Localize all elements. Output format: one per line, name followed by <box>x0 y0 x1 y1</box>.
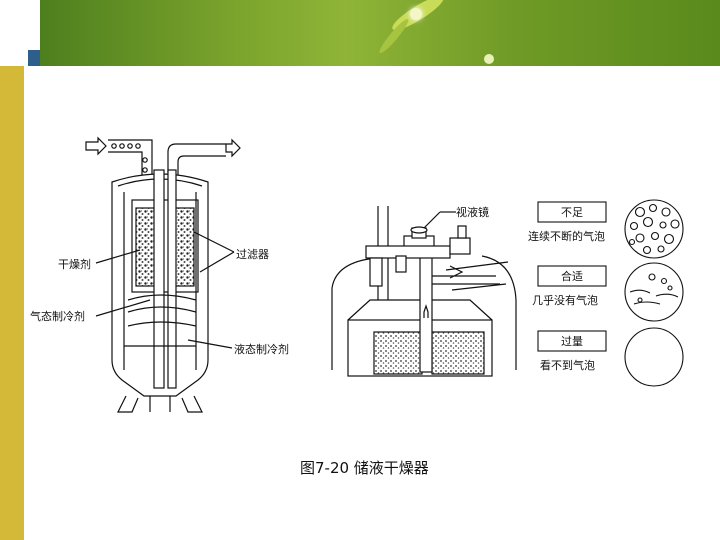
box-proper <box>537 265 607 287</box>
refrigerant-level-legend <box>537 199 684 387</box>
header-banner <box>0 0 720 66</box>
banner-blue-square <box>28 50 40 66</box>
label-insufficient: 不足 <box>561 206 583 219</box>
figure-caption: 图7-20 储液干燥器 <box>300 459 429 477</box>
sidebar-accent-bar <box>0 66 24 540</box>
label-vapor-refrigerant: 气态制冷剂 <box>30 309 85 323</box>
receiver-drier-cutaway <box>85 136 241 413</box>
inlet-arrow-icon <box>85 136 107 156</box>
label-drier: 干燥剂 <box>58 257 91 271</box>
desiccant-right <box>431 331 485 375</box>
label-proper-desc: 几乎没有气泡 <box>532 293 598 307</box>
desiccant-left <box>373 331 423 375</box>
banner-white-block <box>0 0 40 52</box>
box-excess <box>537 330 607 352</box>
pickup-tube <box>153 169 165 389</box>
label-excess-desc: 看不到气泡 <box>540 358 595 372</box>
outlet-pipe <box>167 143 226 190</box>
banner-water-drop <box>410 8 422 20</box>
label-filter: 过滤器 <box>236 248 269 261</box>
label-liquid-refrigerant: 液态制冷剂 <box>234 342 289 356</box>
label-sight-glass: 视液镜 <box>456 205 489 219</box>
label-insufficient-desc: 连续不断的气泡 <box>528 229 605 243</box>
banner-green-background <box>40 0 720 66</box>
sight-view-proper <box>624 262 684 322</box>
label-excess: 过量 <box>561 335 583 348</box>
outlet-arrow-icon <box>225 138 241 158</box>
label-proper: 合适 <box>561 269 583 283</box>
box-insufficient <box>537 201 607 223</box>
sight-glass-cutaway <box>331 206 517 377</box>
banner-water-drop-small <box>484 54 494 64</box>
sight-view-excess <box>624 327 684 387</box>
